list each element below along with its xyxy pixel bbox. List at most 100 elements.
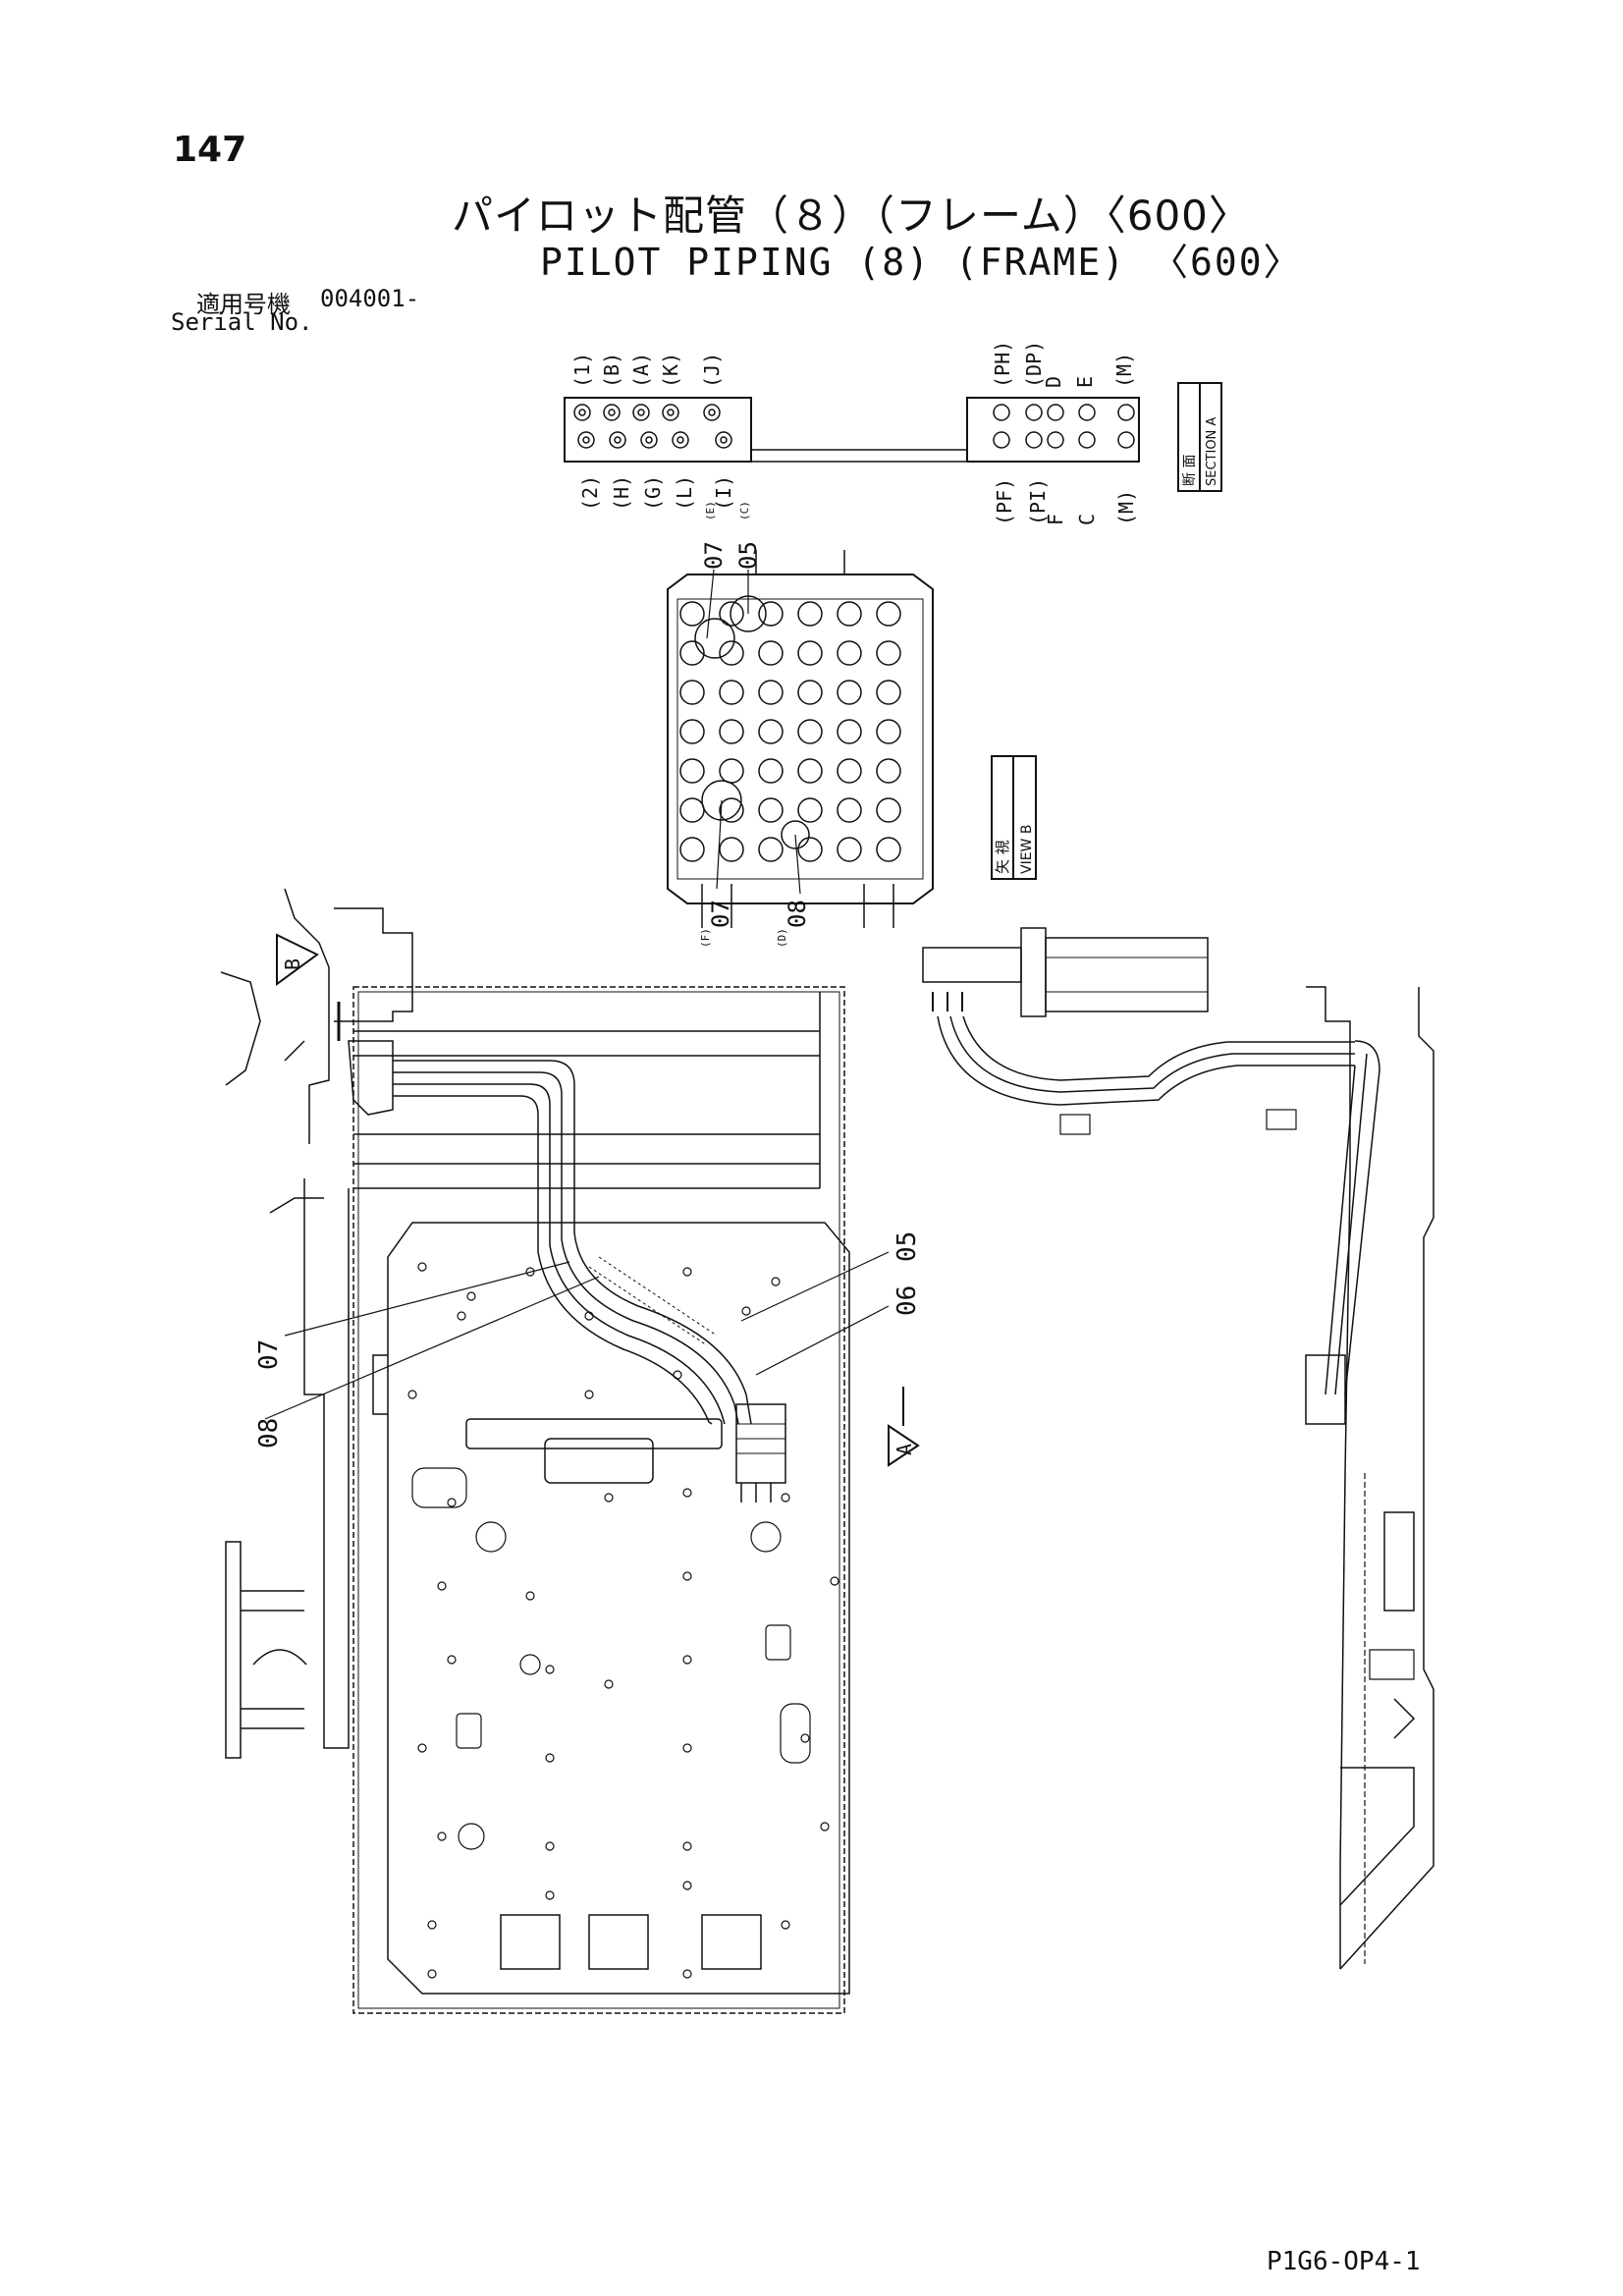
mount-hole bbox=[604, 1679, 614, 1689]
fitting bbox=[662, 404, 679, 421]
valve-bolt bbox=[837, 640, 862, 666]
port-label: (A) bbox=[629, 353, 653, 388]
fitting bbox=[578, 409, 586, 416]
fitting bbox=[645, 436, 653, 444]
mount-hole bbox=[545, 1841, 555, 1851]
fitting bbox=[608, 409, 616, 416]
fitting bbox=[676, 436, 684, 444]
callout-number: 08 bbox=[784, 900, 811, 928]
callout-05: 05 bbox=[893, 1231, 922, 1262]
pipe-bundle-main bbox=[337, 1002, 786, 1503]
callout-port: (C) bbox=[738, 501, 751, 520]
fitting bbox=[614, 436, 622, 444]
port-label: (J) bbox=[700, 353, 724, 388]
valve-bolt bbox=[797, 680, 823, 705]
valve-bolt bbox=[758, 680, 784, 705]
mount-hole bbox=[781, 1920, 790, 1930]
view-b-label-box bbox=[991, 755, 1037, 880]
mount-hole bbox=[525, 1267, 535, 1277]
section-a-manifold bbox=[564, 397, 1140, 463]
mount-hole bbox=[682, 1488, 692, 1498]
view-b-label-jp: 矢 視 bbox=[994, 840, 1011, 874]
callout-number: 07 bbox=[707, 900, 734, 928]
callout-07: 07 bbox=[254, 1339, 284, 1370]
mount-hole bbox=[682, 1267, 692, 1277]
fitting bbox=[993, 431, 1010, 449]
port-label: (M) bbox=[1112, 353, 1136, 388]
valve-bolt bbox=[719, 797, 744, 823]
valve-bolt bbox=[837, 758, 862, 784]
valve-bolt bbox=[876, 797, 901, 823]
mount-hole bbox=[466, 1291, 476, 1301]
view-arrow-b bbox=[276, 933, 319, 986]
fitting bbox=[609, 431, 626, 449]
mount-hole bbox=[682, 1571, 692, 1581]
section-a-label-text: 断 面 SECTION A bbox=[1182, 417, 1219, 486]
view-b-valve-block bbox=[667, 550, 934, 928]
section-a-label-box bbox=[1177, 382, 1222, 492]
mount-hole bbox=[417, 1262, 427, 1272]
valve-bolt bbox=[797, 758, 823, 784]
title-japanese: パイロット配管（８）（フレーム）〈600〉 bbox=[452, 191, 1251, 240]
main-frame-outline bbox=[352, 986, 850, 2014]
mount-hole bbox=[781, 1493, 790, 1503]
side-view-top-right bbox=[922, 927, 1380, 1425]
callout-number: 05 bbox=[734, 541, 762, 570]
port-label: E bbox=[1073, 376, 1097, 388]
valve-bolt bbox=[679, 758, 705, 784]
valve-bolt bbox=[719, 837, 744, 862]
view-b-label-text: 矢 視 VIEW B bbox=[994, 825, 1035, 874]
valve-bolt bbox=[758, 640, 784, 666]
title-english: PILOT PIPING (8) (FRAME) 〈600〉 bbox=[540, 241, 1303, 284]
fitting bbox=[703, 404, 721, 421]
callout-06: 06 bbox=[893, 1285, 922, 1316]
section-a-right-top-labels: (PH) (DP) D E (M) bbox=[991, 341, 1136, 388]
valve-port bbox=[701, 780, 742, 821]
mount-hole bbox=[427, 1969, 437, 1979]
mount-hole bbox=[545, 1890, 555, 1900]
mount-hole bbox=[771, 1277, 781, 1286]
valve-bolt bbox=[719, 640, 744, 666]
mount-hole bbox=[800, 1733, 810, 1743]
mount-hole bbox=[741, 1306, 751, 1316]
fitting bbox=[1117, 431, 1135, 449]
leader-lines-view-b bbox=[706, 569, 801, 895]
serial-number-value: 004001- bbox=[320, 285, 420, 312]
port-label: (DP) bbox=[1022, 341, 1046, 388]
port-label: (2) bbox=[578, 475, 602, 511]
mount-hole bbox=[682, 1655, 692, 1665]
port-label: (B) bbox=[600, 353, 623, 388]
valve-bolt bbox=[797, 837, 823, 862]
valve-bolt bbox=[679, 837, 705, 862]
valve-bolt bbox=[876, 680, 901, 705]
mount-hole bbox=[682, 1881, 692, 1890]
view-arrow-a bbox=[888, 1387, 920, 1467]
fitting bbox=[1025, 404, 1043, 421]
fitting bbox=[720, 436, 728, 444]
valve-bolt bbox=[876, 758, 901, 784]
port-label: (H) bbox=[610, 475, 633, 511]
section-a-right-bottom-labels: (PF) (PI) F C (M) bbox=[993, 478, 1138, 525]
mount-hole bbox=[427, 1920, 437, 1930]
view-arrow-a-letter: A bbox=[893, 1444, 916, 1455]
fitting bbox=[632, 404, 650, 421]
port-label: F bbox=[1044, 514, 1067, 525]
serial-label-english: Serial No. bbox=[171, 308, 313, 336]
valve-bolt bbox=[758, 797, 784, 823]
port-label: D bbox=[1042, 376, 1065, 388]
valve-port bbox=[781, 820, 810, 849]
callout-port: (F) bbox=[699, 928, 712, 948]
valve-bolt bbox=[758, 837, 784, 862]
mount-hole bbox=[682, 1743, 692, 1753]
port-label: (L) bbox=[673, 475, 696, 511]
fitting bbox=[573, 404, 591, 421]
valve-bolt bbox=[679, 640, 705, 666]
view-arrow-b-letter: B bbox=[281, 958, 304, 970]
mount-hole bbox=[545, 1665, 555, 1674]
fitting bbox=[1025, 431, 1043, 449]
mount-hole bbox=[525, 1591, 535, 1601]
valve-bolt bbox=[758, 758, 784, 784]
valve-bolt bbox=[837, 601, 862, 627]
valve-bolt bbox=[876, 837, 901, 862]
